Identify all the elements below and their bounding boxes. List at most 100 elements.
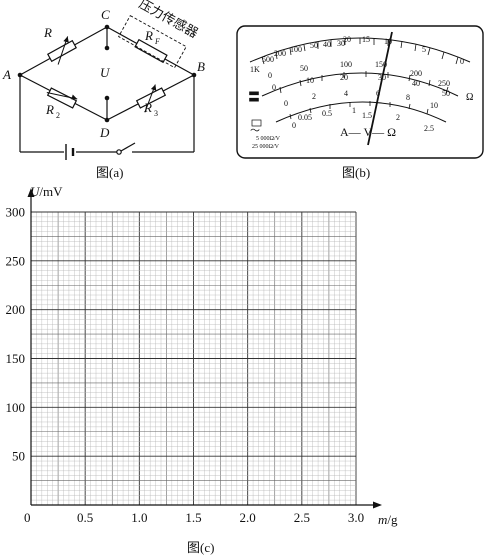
figure-b-meter: 1K 500 200 100 50 40 30 20 15 10 5 0 0 5… xyxy=(236,25,484,159)
low-top-label-10: 10 xyxy=(430,101,438,110)
x-axis-unit: /g xyxy=(387,512,398,527)
ohm-scale-labels: 1K 500 200 100 50 40 30 20 15 10 5 0 xyxy=(250,35,464,74)
resistor-r2-subscript: 2 xyxy=(56,111,60,120)
low-bottom-label-2-5: 2.5 xyxy=(424,124,434,133)
switch-blade xyxy=(120,142,136,152)
x-tick-label: 2.5 xyxy=(294,510,310,525)
x-axis-var: m xyxy=(378,512,387,527)
dc-symbol-icon: 〓 xyxy=(248,90,260,104)
mid-bottom-label-10: 10 xyxy=(306,76,314,85)
resistor-r2-label: R xyxy=(45,102,54,117)
mid-top-label-250: 250 xyxy=(438,79,450,88)
x-tick-label: 1.0 xyxy=(131,510,147,525)
y-tick-label: 250 xyxy=(6,253,26,268)
ohm-label-100: 100 xyxy=(290,45,302,54)
low-top-label-4: 4 xyxy=(344,89,348,98)
low-bottom-label-0: 0 xyxy=(292,121,296,130)
low-scale-arc xyxy=(275,101,447,123)
meter-face-frame xyxy=(236,25,484,159)
y-tick-label: 200 xyxy=(6,302,26,317)
mid-bottom-label-50: 50 xyxy=(442,89,450,98)
meter-needle xyxy=(367,31,393,146)
resistor-r2 xyxy=(46,87,78,109)
resistor-rf xyxy=(134,38,168,64)
ohm-label-500: 500 xyxy=(262,55,274,64)
low-top-label-8: 8 xyxy=(406,93,410,102)
origin-label: 0 xyxy=(24,510,31,525)
low-bottom-label-2: 2 xyxy=(396,113,400,122)
x-tick-label: 2.0 xyxy=(240,510,256,525)
ac-mark-box xyxy=(251,119,262,127)
plot-axes xyxy=(27,188,382,509)
low-scale-ticks xyxy=(289,101,429,120)
x-axis-arrow xyxy=(373,501,382,509)
ohm-label-10: 10 xyxy=(384,37,392,46)
y-tick-label: 100 xyxy=(6,400,26,415)
x-tick-label: 3.0 xyxy=(348,510,364,525)
low-scale-top-labels: 0 2 4 6 8 10 xyxy=(284,89,438,110)
resistor-rf-label: R xyxy=(144,28,153,43)
low-bottom-label-0-5: 0.5 xyxy=(322,109,332,118)
y-tick-label: 50 xyxy=(12,449,25,464)
mid-bottom-label-40: 40 xyxy=(412,79,420,88)
low-bottom-label-1: 1 xyxy=(352,106,356,115)
mid-top-label-100: 100 xyxy=(340,60,352,69)
resistor-r3 xyxy=(135,84,167,113)
mid-bottom-label-20: 20 xyxy=(340,73,348,82)
mid-top-label-150: 150 xyxy=(375,60,387,69)
y-axis-arrow xyxy=(27,188,35,197)
resistor-r1 xyxy=(47,36,77,65)
low-bottom-label-1-5: 1.5 xyxy=(362,111,372,120)
x-tick-label: 0.5 xyxy=(77,510,93,525)
mid-top-label-200: 200 xyxy=(410,69,422,78)
ohm-label-0: 0 xyxy=(460,57,464,66)
ohm-label-20: 20 xyxy=(343,35,351,44)
ohm-scale-ticks xyxy=(261,38,459,65)
node-d-dot xyxy=(104,117,110,123)
ac-sensitivity-line2: 25 000Ω/V xyxy=(252,144,280,150)
y-axis-unit: /mV xyxy=(39,184,63,199)
node-a-label: A xyxy=(2,67,11,82)
figure-c-caption: 图(c) xyxy=(187,540,214,555)
y-axis-label: U/mV xyxy=(30,184,63,199)
node-b-dot xyxy=(191,72,197,78)
figure-b-caption: 图(b) xyxy=(342,165,370,180)
meter-mode-label: A— V— Ω xyxy=(340,125,396,139)
mid-top-label-0: 0 xyxy=(268,71,272,80)
node-c-label: C xyxy=(101,7,110,22)
plot-grid xyxy=(30,211,357,506)
ac-symbol-icon: ～ xyxy=(250,126,260,137)
ohm-label-30: 30 xyxy=(337,39,345,48)
voltage-u-label: U xyxy=(100,65,111,80)
y-tick-labels: 50 100 150 200 250 300 xyxy=(6,205,26,464)
resistor-r3-label: R xyxy=(143,100,152,115)
mid-scale-top-labels: 0 50 100 150 200 250 xyxy=(268,60,450,88)
node-a-dot xyxy=(17,72,23,78)
node-b-label: B xyxy=(197,59,205,74)
mid-bottom-label-0: 0 xyxy=(272,83,276,92)
terminal-d-dot xyxy=(104,95,110,101)
low-top-label-0: 0 xyxy=(284,99,288,108)
low-top-label-2: 2 xyxy=(312,92,316,101)
mid-scale-arc xyxy=(261,72,459,97)
x-tick-label: 1.5 xyxy=(185,510,201,525)
low-label-0-05: 0.05 xyxy=(298,113,312,122)
node-d-label: D xyxy=(99,125,110,140)
resistor-r3-subscript: 3 xyxy=(154,109,158,118)
figure-a-caption: 图(a) xyxy=(96,165,123,180)
ohm-label-15: 15 xyxy=(362,35,370,44)
terminal-c-dot xyxy=(104,45,110,51)
ohm-label-5: 5 xyxy=(422,45,426,54)
mid-top-label-50: 50 xyxy=(300,64,308,73)
ac-sensitivity-line1: 5 000Ω/V xyxy=(256,136,281,142)
switch-pivot xyxy=(116,149,122,155)
ohm-label-40: 40 xyxy=(323,40,331,49)
y-tick-label: 300 xyxy=(6,205,26,220)
ohm-label-1k: 1K xyxy=(250,65,260,74)
low-top-label-6: 6 xyxy=(376,89,380,98)
omega-right-label: Ω xyxy=(466,92,473,103)
ohm-label-200: 200 xyxy=(274,49,286,58)
y-tick-label: 150 xyxy=(6,351,26,366)
low-scale-bottom-labels: 0 0.05 0.5 1 1.5 2 2.5 xyxy=(292,106,434,133)
